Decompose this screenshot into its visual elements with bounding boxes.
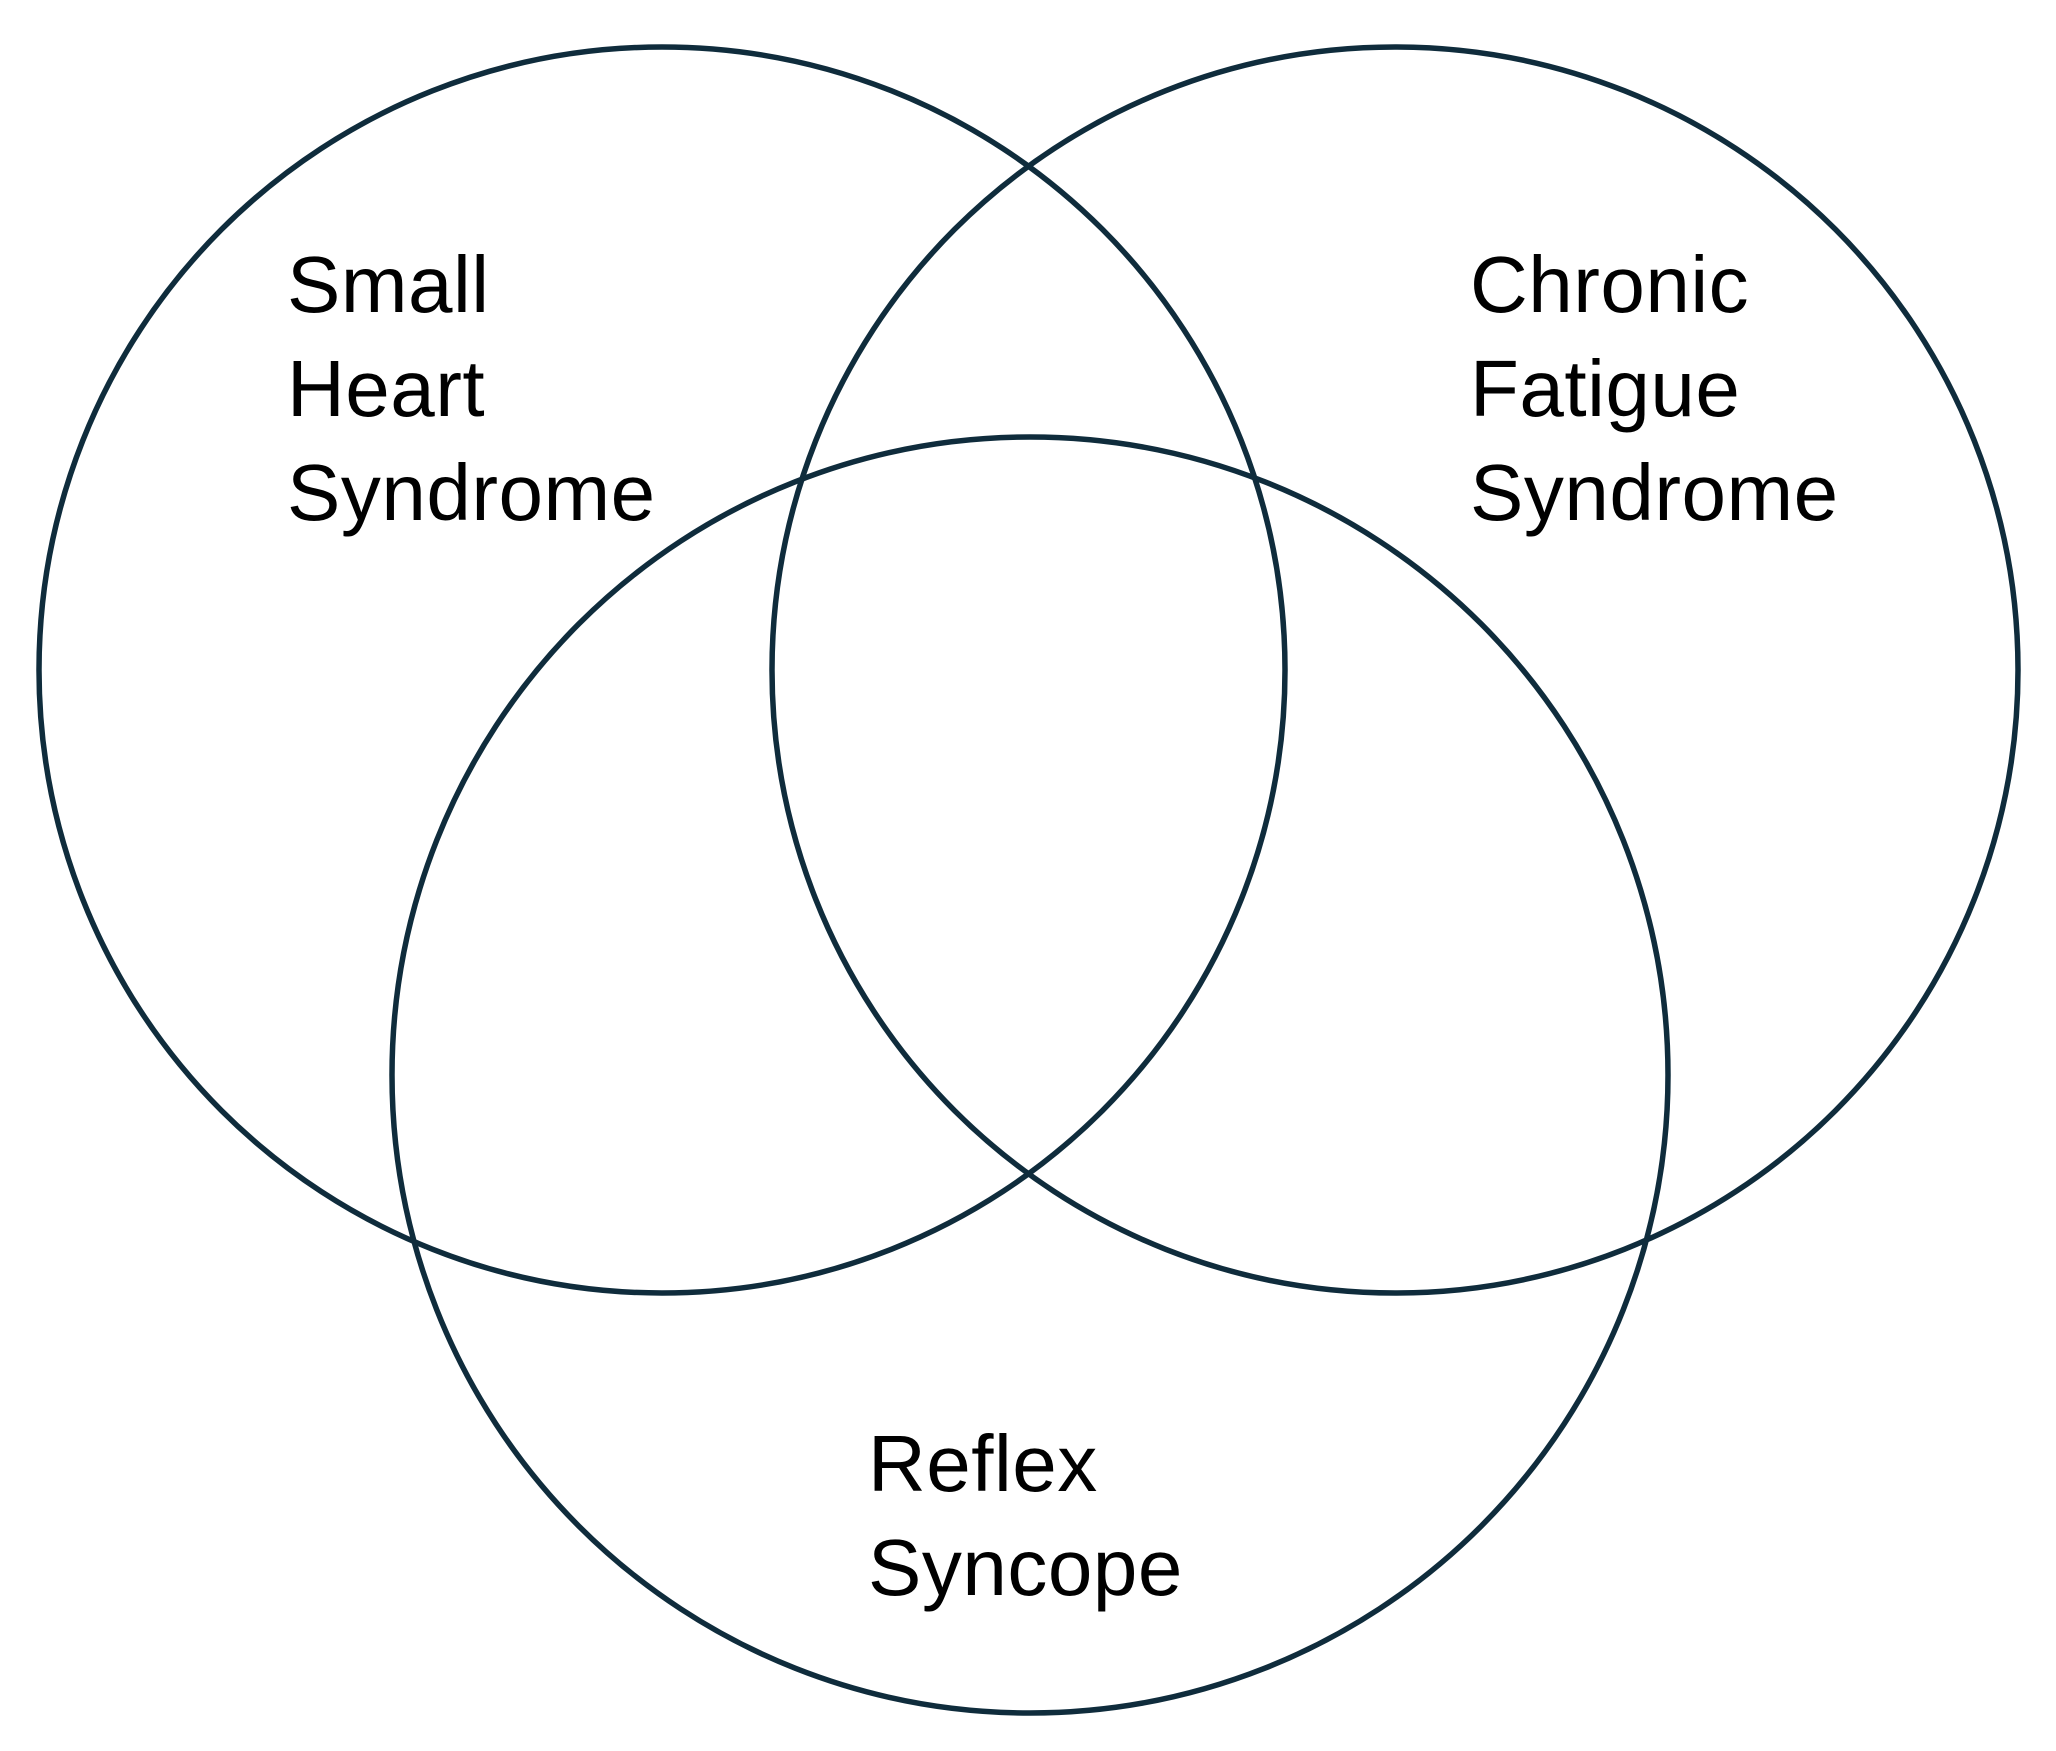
label-line: Syndrome (287, 448, 656, 537)
circle-small-heart-syndrome (36, 44, 1288, 1296)
label-line: Syncope (868, 1523, 1183, 1612)
label-line: Heart (287, 344, 486, 433)
label-line: Syndrome (1470, 448, 1839, 537)
circle-reflex-syncope (389, 434, 1671, 1716)
label-reflex-syncope: Reflex Syncope (868, 1412, 1183, 1620)
label-line: Chronic (1470, 240, 1750, 329)
label-line: Fatigue (1470, 344, 1741, 433)
label-chronic-fatigue-syndrome: Chronic Fatigue Syndrome (1470, 233, 1839, 545)
label-line: Small (287, 240, 490, 329)
circle-chronic-fatigue-syndrome (769, 44, 2021, 1296)
label-line: Reflex (868, 1419, 1098, 1508)
label-small-heart-syndrome: Small Heart Syndrome (287, 233, 656, 545)
